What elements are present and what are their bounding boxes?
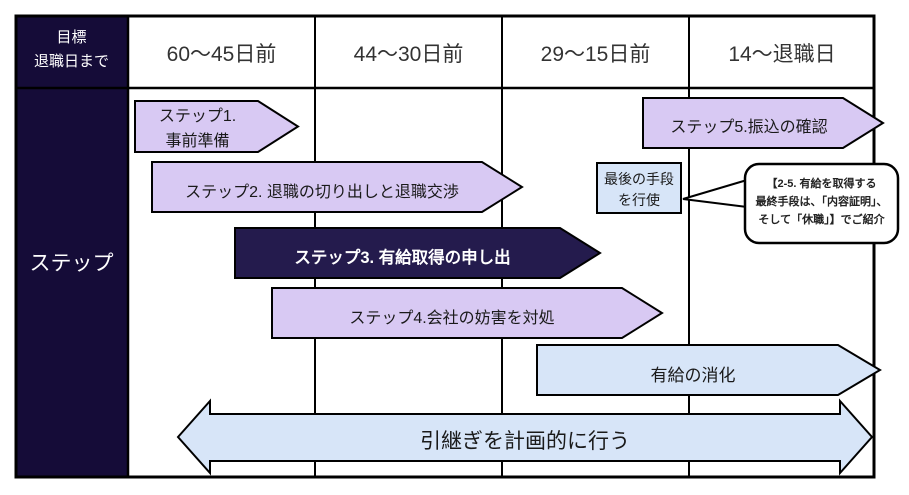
step4-label: ステップ4.会社の妨害を対処 xyxy=(349,310,555,327)
handover-double-arrow xyxy=(176,398,874,476)
column-header-14-last: 14〜退職日 xyxy=(728,43,836,66)
column-header-29-15: 29〜15日前 xyxy=(540,43,651,66)
handover-label: 引継ぎを計画的に行う xyxy=(420,430,630,453)
callout-line3: そして「休職」】でご紹介 xyxy=(758,214,885,226)
step5-arrow xyxy=(642,97,885,149)
callout-line1: 【2-5. 有給を取得する xyxy=(766,178,877,190)
last-resort-box xyxy=(596,162,682,214)
step1-line2: 事前準備 xyxy=(165,133,230,150)
last-resort-label: 最後の手段 を行使 xyxy=(597,169,681,211)
header-corner-line1: 目標 xyxy=(56,29,87,46)
step3-label: ステップ3. 有給取得の申し出 xyxy=(294,249,511,267)
callout-label: 【2-5. 有給を取得する 最終手段は、「内容証明」、 そして「休職」】でご紹介 xyxy=(748,175,895,229)
step1-line1: ステップ1. xyxy=(158,108,237,125)
corner-cell-bg xyxy=(15,15,128,88)
last-resort-line2: を行使 xyxy=(618,192,660,208)
header-corner-label: 目標 退職日まで xyxy=(15,26,128,74)
last-resort-line1: 最後の手段 xyxy=(604,171,674,187)
step3-arrow xyxy=(234,227,602,279)
step1-label: ステップ1. 事前準備 xyxy=(135,104,260,154)
callout-bubble xyxy=(743,162,900,245)
sidebar-label: ステップ xyxy=(29,252,114,275)
callout-line2: 最終手段は、「内容証明」、 xyxy=(755,196,888,208)
column-header-44-30: 44〜30日前 xyxy=(353,43,464,66)
header-corner-line2: 退職日まで xyxy=(33,53,109,70)
sidebar-cell-bg xyxy=(15,88,128,478)
paid-leave-arrow xyxy=(536,344,882,396)
column-header-60-45: 60〜45日前 xyxy=(166,43,277,66)
step2-label: ステップ2. 退職の切り出しと退職交渉 xyxy=(185,184,459,201)
step2-arrow xyxy=(151,161,524,213)
table-outer-border xyxy=(14,14,876,479)
step1-arrow xyxy=(134,100,300,153)
step5-label: ステップ5.振込の確認 xyxy=(670,119,828,136)
callout-tail xyxy=(682,178,748,209)
paid-leave-label: 有給の消化 xyxy=(650,366,736,385)
step4-arrow xyxy=(271,287,664,339)
